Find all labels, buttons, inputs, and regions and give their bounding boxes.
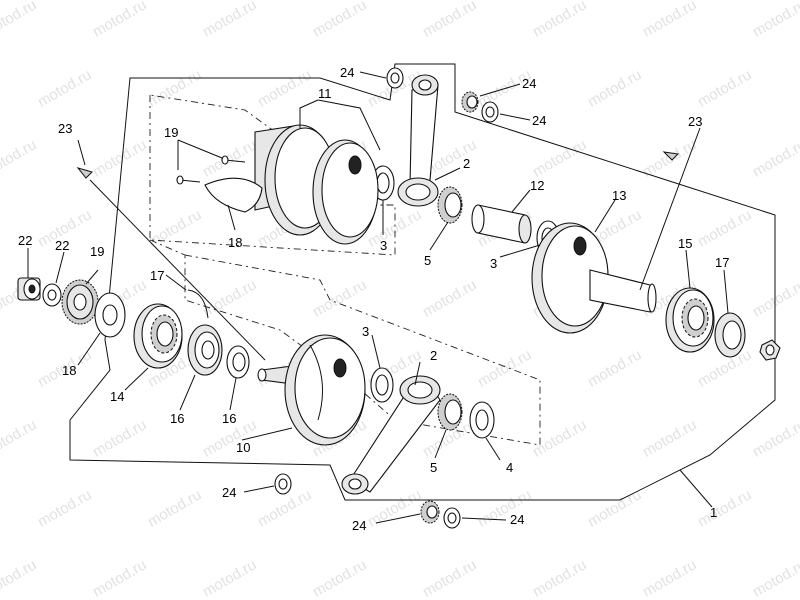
- woodruff-key-right: [662, 151, 680, 161]
- thrust-washer-3-lower: [370, 367, 394, 403]
- needle-bearing-23-lower: [420, 500, 440, 524]
- callout-20: 22: [55, 238, 69, 253]
- screws-15: [176, 155, 246, 185]
- subassembly-frame-lower: [184, 254, 541, 446]
- callout-12: 16: [170, 411, 184, 426]
- callout-9: 13: [612, 188, 626, 203]
- callout-labels: 11 19 18 2 3 5 12 3 13 23 15 17 24 24 24…: [18, 65, 729, 533]
- washer-24-lower-left: [274, 473, 292, 495]
- bearing-10: [133, 303, 183, 369]
- plate-14: [204, 177, 263, 213]
- callout-3-right: 3: [490, 256, 497, 271]
- callout-21: 22: [18, 233, 32, 248]
- washer-4: [469, 401, 495, 439]
- callout-13: 17: [715, 255, 729, 270]
- circlip-17: [187, 289, 209, 319]
- callout-14: 18: [228, 235, 242, 250]
- callout-16: 16: [222, 411, 236, 426]
- washer-20: [42, 283, 62, 307]
- leader-lines: [27, 71, 729, 524]
- callout-1: 1: [710, 505, 717, 520]
- callout-5-lower: 5: [430, 460, 437, 475]
- washer-24-upper-right: [481, 101, 499, 123]
- gear-19: [61, 279, 99, 325]
- callout-19: 19: [90, 244, 104, 259]
- nut-21: [17, 277, 41, 301]
- crank-half-7: [254, 124, 379, 245]
- callout-23-bottom: 24: [352, 518, 366, 533]
- callout-17: 17: [150, 268, 164, 283]
- callout-4: 4: [506, 460, 513, 475]
- callout-8: 12: [530, 178, 544, 193]
- callout-24-bottom-right: 24: [510, 512, 524, 527]
- crank-pin-8: [471, 204, 532, 244]
- callout-3-lower: 3: [362, 324, 369, 339]
- washer-24-upper-left: [386, 67, 404, 89]
- callout-23-top: 24: [522, 76, 536, 91]
- crank-half-6: [257, 334, 366, 446]
- callout-18: 18: [62, 363, 76, 378]
- callout-2-upper: 2: [463, 156, 470, 171]
- oil-seal-12: [187, 324, 223, 376]
- oil-seal-13: [714, 312, 746, 358]
- callout-24-top-right: 24: [532, 113, 546, 128]
- callout-24-bottom-left: 24: [222, 485, 236, 500]
- callout-6: 10: [236, 440, 250, 455]
- nut-right: [759, 339, 781, 361]
- callout-5-upper: 5: [424, 253, 431, 268]
- connecting-rod-2-upper: [397, 74, 439, 207]
- callout-15: 19: [164, 125, 178, 140]
- needle-bearing-5-lower: [437, 393, 463, 431]
- woodruff-key-left: [76, 167, 93, 179]
- callout-24-top-left: 24: [340, 65, 354, 80]
- callout-7: 11: [318, 86, 332, 101]
- callout-22-left: 23: [58, 121, 72, 136]
- washer-18: [94, 292, 126, 338]
- connecting-rod-2-lower: [341, 375, 441, 495]
- callout-10: 14: [110, 389, 124, 404]
- washer-24-lower-right: [443, 507, 461, 529]
- needle-bearing-23-upper: [461, 91, 479, 113]
- callout-3-upper: 3: [380, 238, 387, 253]
- subassembly-frame-link: [149, 239, 186, 256]
- spacer-16: [226, 345, 250, 379]
- crank-half-9: [531, 222, 657, 334]
- needle-bearing-5-upper: [437, 186, 463, 224]
- callout-11: 15: [678, 236, 692, 251]
- callout-22-right: 23: [688, 114, 702, 129]
- bearing-11: [665, 287, 715, 353]
- callout-2-lower: 2: [430, 348, 437, 363]
